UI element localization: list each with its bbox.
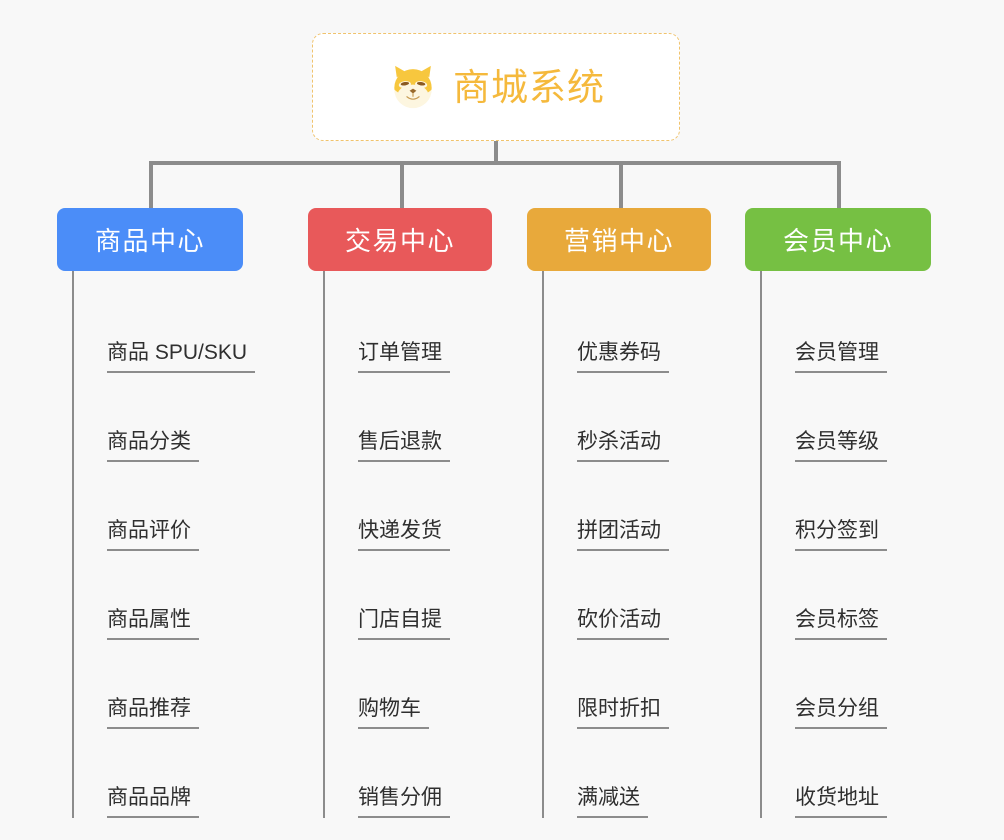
list-item[interactable]: 购物车 — [325, 640, 492, 729]
category-label: 交易中心 — [344, 226, 455, 256]
list-item[interactable]: 商品品牌 — [74, 729, 243, 818]
category-header-marketing-center[interactable]: 营销中心 — [527, 208, 711, 271]
list-item[interactable]: 满减送 — [544, 729, 711, 818]
leaf-label: 会员标签 — [795, 607, 887, 640]
list-item[interactable]: 秒杀活动 — [544, 373, 711, 462]
leaf-list-member-center: 会员管理 会员等级 积分签到 会员标签 会员分组 收货地址 — [760, 271, 931, 818]
list-item[interactable]: 优惠券码 — [544, 284, 711, 373]
list-item[interactable]: 商品评价 — [74, 462, 243, 551]
leaf-label: 商品分类 — [107, 429, 199, 462]
leaf-label: 商品属性 — [107, 607, 199, 640]
connector-drop-product-center — [149, 161, 153, 208]
list-item[interactable]: 砍价活动 — [544, 551, 711, 640]
leaf-label: 订单管理 — [358, 340, 450, 373]
connector-drop-marketing-center — [619, 161, 623, 208]
root-title: 商城系统 — [453, 66, 605, 108]
list-item[interactable]: 会员管理 — [762, 284, 931, 373]
list-item[interactable]: 商品推荐 — [74, 640, 243, 729]
category-header-trade-center[interactable]: 交易中心 — [308, 208, 492, 271]
list-item[interactable]: 售后退款 — [325, 373, 492, 462]
connector-root-stem — [494, 141, 498, 163]
list-item[interactable]: 销售分佣 — [325, 729, 492, 818]
leaf-label: 会员等级 — [795, 429, 887, 462]
leaf-list-product-center: 商品 SPU/SKU 商品分类 商品评价 商品属性 商品推荐 商品品牌 — [72, 271, 256, 818]
leaf-label: 满减送 — [577, 785, 648, 818]
list-item[interactable]: 商品分类 — [74, 373, 243, 462]
connector-drop-member-center — [837, 161, 841, 208]
leaf-label: 商品 SPU/SKU — [107, 340, 256, 373]
leaf-label: 会员分组 — [795, 696, 887, 729]
column-member-center: 会员中心 会员管理 会员等级 积分签到 会员标签 会员分组 收货地址 — [745, 208, 931, 818]
list-item[interactable]: 会员等级 — [762, 373, 931, 462]
leaf-label: 优惠券码 — [577, 340, 669, 373]
connector-horizontal-bus — [149, 161, 841, 165]
leaf-label: 限时折扣 — [577, 696, 669, 729]
column-marketing-center: 营销中心 优惠券码 秒杀活动 拼团活动 砍价活动 限时折扣 满减送 — [527, 208, 711, 818]
list-item[interactable]: 订单管理 — [325, 284, 492, 373]
leaf-label: 门店自提 — [358, 607, 450, 640]
list-item[interactable]: 积分签到 — [762, 462, 931, 551]
column-product-center: 商品中心 商品 SPU/SKU 商品分类 商品评价 商品属性 商品推荐 商品品牌 — [57, 208, 256, 818]
column-trade-center: 交易中心 订单管理 售后退款 快递发货 门店自提 购物车 销售分佣 — [308, 208, 492, 818]
leaf-label: 商品评价 — [107, 518, 199, 551]
leaf-label: 销售分佣 — [358, 785, 450, 818]
leaf-label: 收货地址 — [795, 785, 887, 818]
leaf-label: 积分签到 — [795, 518, 887, 551]
shiba-inu-dog-face-icon — [394, 65, 432, 109]
leaf-label: 秒杀活动 — [577, 429, 669, 462]
leaf-label: 快递发货 — [358, 518, 450, 551]
category-header-product-center[interactable]: 商品中心 — [57, 208, 243, 271]
list-item[interactable]: 限时折扣 — [544, 640, 711, 729]
list-item[interactable]: 快递发货 — [325, 462, 492, 551]
leaf-label: 商品品牌 — [107, 785, 199, 818]
list-item[interactable]: 门店自提 — [325, 551, 492, 640]
category-label: 会员中心 — [782, 226, 893, 256]
connector-drop-trade-center — [400, 161, 404, 208]
list-item[interactable]: 商品 SPU/SKU — [74, 284, 256, 373]
root-node[interactable]: 商城系统 — [312, 33, 680, 141]
leaf-label: 会员管理 — [795, 340, 887, 373]
leaf-label: 拼团活动 — [577, 518, 669, 551]
category-label: 营销中心 — [563, 226, 674, 256]
leaf-label: 砍价活动 — [577, 607, 669, 640]
list-item[interactable]: 会员分组 — [762, 640, 931, 729]
leaf-label: 售后退款 — [358, 429, 450, 462]
leaf-list-trade-center: 订单管理 售后退款 快递发货 门店自提 购物车 销售分佣 — [323, 271, 492, 818]
list-item[interactable]: 商品属性 — [74, 551, 243, 640]
list-item[interactable]: 会员标签 — [762, 551, 931, 640]
leaf-label: 购物车 — [358, 696, 429, 729]
leaf-label: 商品推荐 — [107, 696, 199, 729]
category-header-member-center[interactable]: 会员中心 — [745, 208, 931, 271]
leaf-list-marketing-center: 优惠券码 秒杀活动 拼团活动 砍价活动 限时折扣 满减送 — [542, 271, 711, 818]
category-label: 商品中心 — [94, 226, 205, 256]
list-item[interactable]: 收货地址 — [762, 729, 931, 818]
list-item[interactable]: 拼团活动 — [544, 462, 711, 551]
